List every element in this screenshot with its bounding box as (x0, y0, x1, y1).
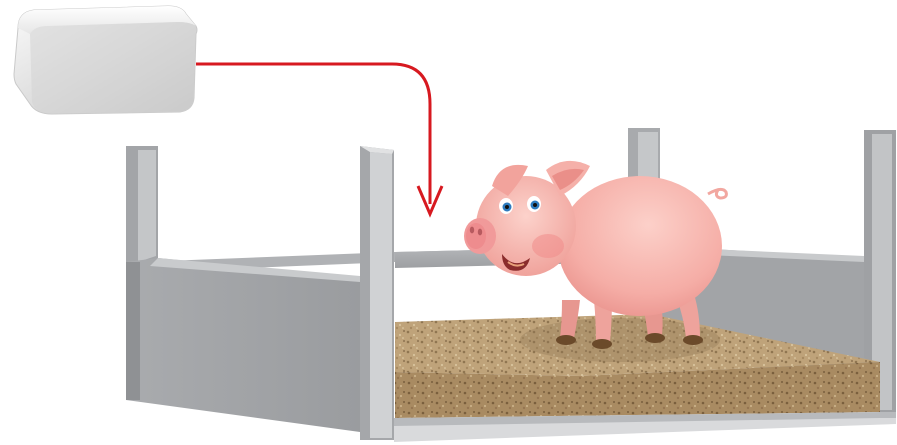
pen-front-post (360, 146, 896, 442)
signal-arrow (196, 62, 444, 218)
pen-front-wall (126, 258, 360, 432)
sensor-box (13, 5, 198, 115)
bedding-floor (395, 314, 880, 418)
pig (464, 160, 728, 349)
